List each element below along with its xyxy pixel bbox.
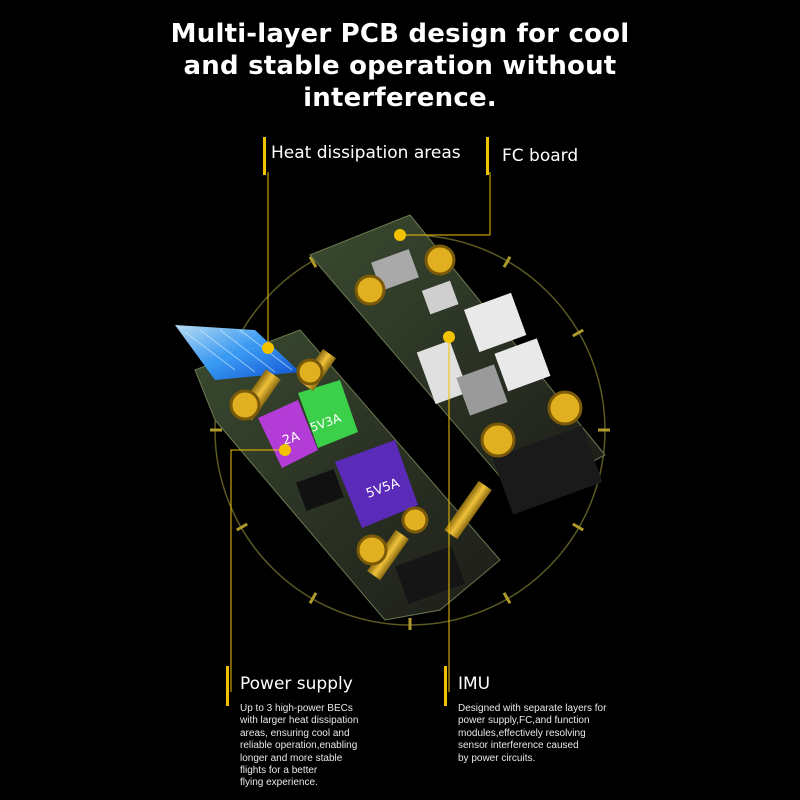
power-callout-label: Power supply: [240, 674, 353, 694]
heat-callout-dot: [262, 342, 274, 354]
power-callout-description: Up to 3 high-power BECs with larger heat…: [240, 703, 358, 790]
power-callout-dot: [279, 444, 291, 456]
imu-desc-line: by power circuits.: [458, 752, 536, 764]
power-callout-bar: [226, 666, 229, 706]
headline-line-2: and stable operation without: [183, 51, 617, 81]
power-desc-line: reliable operation,enabling: [240, 740, 358, 752]
power-desc-line: longer and more stable: [240, 752, 343, 764]
imu-desc-line: power supply,FC,and function: [458, 715, 590, 727]
bec-label-2a: 2A: [281, 429, 302, 449]
brass-standoffs: [229, 244, 583, 581]
heat-dissipation-pad: [175, 325, 300, 380]
imu-callout-description: Designed with separate layers for power …: [458, 703, 606, 765]
dial-tick: [572, 522, 584, 532]
fc-callout-bar: [486, 137, 489, 175]
power-desc-line: flights for a better: [240, 765, 318, 777]
imu-callout-dot: [443, 331, 455, 343]
dial-tick: [502, 592, 512, 604]
headline: Multi-layer PCB design for cool and stab…: [0, 18, 800, 114]
dial-tick: [572, 328, 584, 338]
power-desc-line: flying experience.: [240, 777, 318, 789]
fc-callout-label: FC board: [502, 146, 579, 166]
fc-callout-dot: [394, 229, 406, 241]
imu-desc-line: modules,effectively resolving: [458, 727, 586, 739]
headline-line-1: Multi-layer PCB design for cool: [170, 19, 630, 49]
power-desc-line: areas, ensuring cool and: [240, 727, 350, 739]
dial-tick: [236, 522, 248, 532]
heat-callout-label: Heat dissipation areas: [271, 143, 461, 163]
heat-callout-bar: [263, 137, 266, 175]
imu-callout-label: IMU: [458, 674, 491, 694]
imu-desc-line: Designed with separate layers for: [458, 703, 607, 714]
headline-line-3: interference.: [303, 83, 497, 113]
power-desc-line: Up to 3 high-power BECs: [240, 703, 353, 714]
imu-callout-bar: [444, 666, 447, 706]
dial-tick: [502, 256, 512, 268]
power-board: 2A 5V3A 5V5A: [175, 325, 501, 621]
dial-tick: [308, 256, 318, 268]
callout-leaders: [230, 172, 491, 692]
imu-desc-line: sensor interference caused: [458, 740, 579, 752]
dial-tick: [308, 592, 318, 604]
power-desc-line: with larger heat dissipation: [240, 715, 359, 727]
